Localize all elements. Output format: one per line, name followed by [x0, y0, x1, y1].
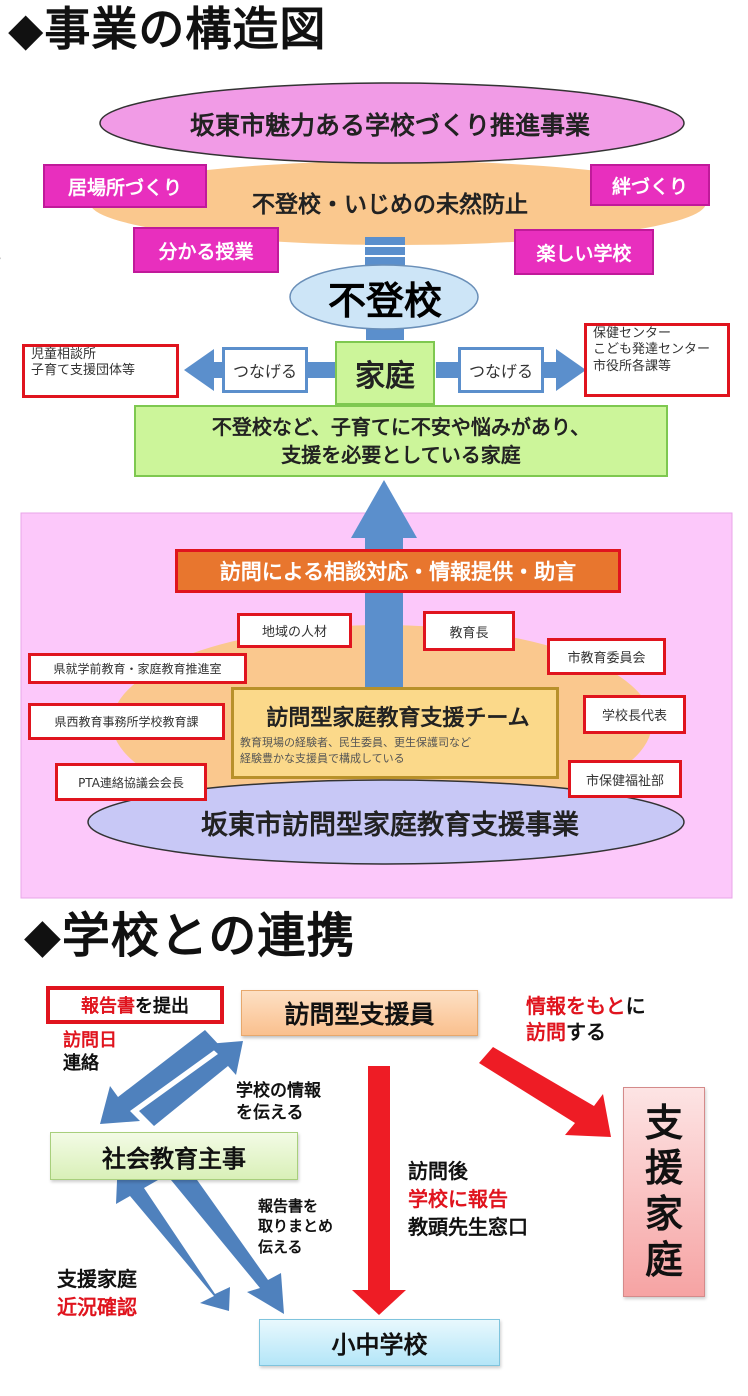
right-arrowhead [556, 349, 586, 391]
school-info-line2: を伝える [236, 1103, 304, 1124]
member-superintendent: 教育長 [423, 611, 515, 651]
target-families-line2: 支援を必要としている家庭 [281, 443, 521, 467]
report-submit-red: 報告書 [81, 996, 135, 1017]
visit-on-info-black1: に [625, 994, 646, 1018]
red-arrowhead-down [352, 1290, 406, 1315]
support-family-box: 支 援 家 庭 [623, 1087, 705, 1297]
target-families-box: 不登校など、子育てに不安や悩みがあり、 支援を必要としている家庭 [134, 405, 668, 477]
red-arrow-shaft [368, 1066, 390, 1292]
pillar-kizuna: 絆づくり [590, 164, 710, 206]
bottom-ellipse-label: 坂東市訪問型家庭教育支援事業 [201, 809, 579, 841]
visit-on-info-black2: する [566, 1020, 606, 1044]
left-partners-box: 児童相談所 子育て支援団体等 [22, 344, 179, 398]
team-box: 訪問型家庭教育支援チーム 教育現場の経験者、民生委員、更生保護司など 経験豊かな… [231, 687, 559, 779]
after-visit-line3: 教頭先生窓口 [408, 1215, 528, 1239]
visit-on-info-note: 情報をもとに 訪問する [526, 993, 646, 1045]
report-submit-box: 報告書を提出 [46, 986, 224, 1024]
stray-mark: 。 [0, 240, 12, 266]
support-family-char4: 庭 [644, 1237, 683, 1282]
arrow-to-supporter [139, 1041, 243, 1126]
pillar-tanoshii-gakko: 楽しい学校 [514, 229, 654, 275]
school-info-line1: 学校の情報 [236, 1081, 321, 1101]
partner-kosodate-shien: 子育て支援団体等 [31, 363, 136, 379]
visit-day-note: 訪問日 連絡 [63, 1030, 117, 1075]
right-partners-box: 保健センター こども発達センター 市役所各課等 [584, 323, 730, 397]
visit-day-black: 連絡 [63, 1052, 99, 1074]
support-family-char2: 援 [644, 1146, 683, 1191]
pillar-ibasho: 居場所づくり [43, 164, 207, 208]
school-box: 小中学校 [259, 1319, 500, 1366]
support-family-char1: 支 [644, 1100, 683, 1145]
after-visit-note: 訪問後 学校に報告 教頭先生窓口 [408, 1157, 528, 1241]
target-families-line1: 不登校など、子育てに不安や悩みがあり、 [211, 415, 591, 439]
partner-jido-sodanjo: 児童相談所 [31, 347, 97, 362]
arrow-to-social-ed [100, 1030, 220, 1124]
prevention-ellipse-label: 不登校・いじめの未然防止 [252, 192, 528, 218]
partner-hoken-center: 保健センター [593, 326, 672, 341]
visit-day-red: 訪問日 [63, 1030, 117, 1051]
member-city-health-welfare: 市保健福祉部 [568, 760, 682, 798]
futoko-label: 不登校 [327, 278, 442, 323]
compile-reports-note: 報告書を 取りまとめ 伝える [258, 1196, 333, 1257]
connect-left-label: つなげる [222, 347, 308, 393]
connector-bar [365, 247, 405, 255]
upward-arrowhead [351, 480, 417, 538]
support-banner: 訪問による相談対応・情報提供・助言 [175, 549, 621, 593]
school-info-note: 学校の情報 を伝える [236, 1080, 321, 1124]
after-visit-line2: 学校に報告 [408, 1187, 508, 1211]
team-description-line1: 教育現場の経験者、民生委員、更生保護司など [240, 736, 471, 749]
pillar-wakaru-jugyo: 分かる授業 [133, 227, 279, 273]
section-heading-structure: ◆事業の構造図 [8, 2, 327, 56]
partner-shiyakusho: 市役所各課等 [593, 358, 672, 374]
social-ed-box: 社会教育主事 [50, 1132, 298, 1180]
top-ellipse-label: 坂東市魅力ある学校づくり推進事業 [189, 111, 590, 140]
family-status-note: 支援家庭 近況確認 [57, 1265, 137, 1321]
compile-reports-line2: 取りまとめ [258, 1217, 334, 1236]
connector-bar [365, 237, 405, 245]
left-arrowhead [184, 349, 214, 391]
member-pref-preschool: 県就学前教育・家庭教育推進室 [28, 653, 247, 684]
support-family-char3: 家 [644, 1192, 683, 1236]
red-arrow-diagonal [479, 1047, 611, 1137]
compile-reports-line3: 伝える [258, 1237, 303, 1256]
top-ellipse-shape [99, 82, 685, 164]
section-heading-school: ◆学校との連携 [24, 908, 356, 964]
compile-reports-line1: 報告書を [258, 1197, 319, 1215]
report-submit-black: を提出 [135, 996, 189, 1017]
team-description-line2: 経験豊かな支援員で構成している [240, 752, 405, 765]
member-pta-chair: PTA連絡協議会会長 [55, 763, 207, 801]
family-status-black: 支援家庭 [57, 1267, 137, 1291]
visit-on-info-red1: 情報をもと [526, 994, 626, 1018]
after-visit-line1: 訪問後 [408, 1159, 468, 1183]
member-city-board: 市教育委員会 [547, 638, 666, 675]
connector-bar [365, 257, 405, 265]
bottom-ellipse-shape [87, 779, 685, 865]
member-principal-rep: 学校長代表 [583, 695, 686, 734]
team-title: 訪問型家庭教育支援チーム [266, 706, 530, 731]
family-box: 家庭 [335, 341, 435, 405]
member-local-talent: 地域の人材 [237, 613, 352, 648]
partner-kodomo-hattatsu: こども発達センター [593, 342, 711, 358]
connect-right-label: つなげる [458, 347, 544, 393]
member-pref-west-office: 県西教育事務所学校教育課 [28, 703, 225, 740]
visit-on-info-red2: 訪問 [526, 1020, 566, 1044]
supporter-box: 訪問型支援員 [241, 990, 478, 1036]
family-status-red: 近況確認 [57, 1295, 137, 1319]
prevention-ellipse-shape [90, 161, 706, 245]
